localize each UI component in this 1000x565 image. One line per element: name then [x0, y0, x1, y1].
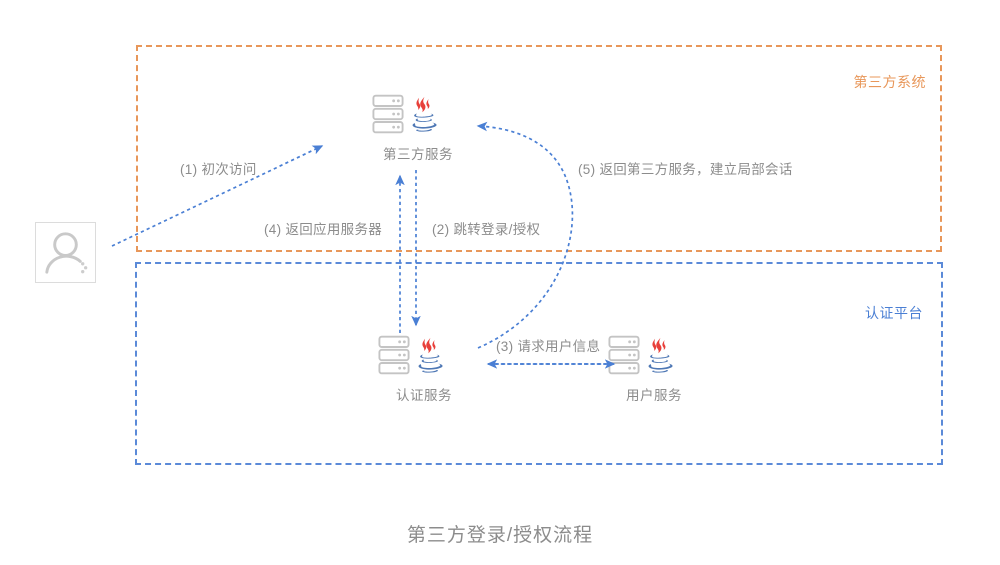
node-auth-service: 认证服务 — [378, 333, 470, 404]
node-label-user-service: 用户服务 — [626, 388, 682, 403]
java-icon — [418, 337, 443, 373]
node-icons-user-service — [608, 333, 700, 377]
node-user-service: 用户服务 — [608, 333, 700, 404]
figure-title: 第三方登录/授权流程 — [406, 525, 594, 546]
node-label-auth-service: 认证服务 — [396, 388, 452, 403]
server-icon — [378, 335, 410, 375]
step-label-3: (3) 请求用户信息 — [496, 339, 601, 354]
zone-label-third-party-system: 第三方系统 — [853, 74, 926, 90]
user-avatar-box — [35, 222, 96, 283]
node-icons-third-party-service — [372, 92, 464, 136]
step-label-1: (1) 初次访问 — [180, 162, 257, 177]
user-avatar-icon — [45, 232, 88, 274]
server-icon — [372, 94, 404, 134]
node-third-party-service: 第三方服务 — [372, 92, 464, 163]
zone-label-auth-platform: 认证平台 — [865, 305, 923, 321]
zone-auth-platform: 认证平台 — [135, 262, 943, 465]
step-label-2: (2) 跳转登录/授权 — [432, 222, 541, 237]
step-label-5: (5) 返回第三方服务，建立局部会话 — [578, 162, 793, 177]
step-label-4: (4) 返回应用服务器 — [264, 222, 383, 237]
java-icon — [648, 337, 673, 373]
node-icons-auth-service — [378, 333, 470, 377]
node-label-third-party-service: 第三方服务 — [383, 147, 453, 162]
java-icon — [412, 96, 437, 132]
server-icon — [608, 335, 640, 375]
